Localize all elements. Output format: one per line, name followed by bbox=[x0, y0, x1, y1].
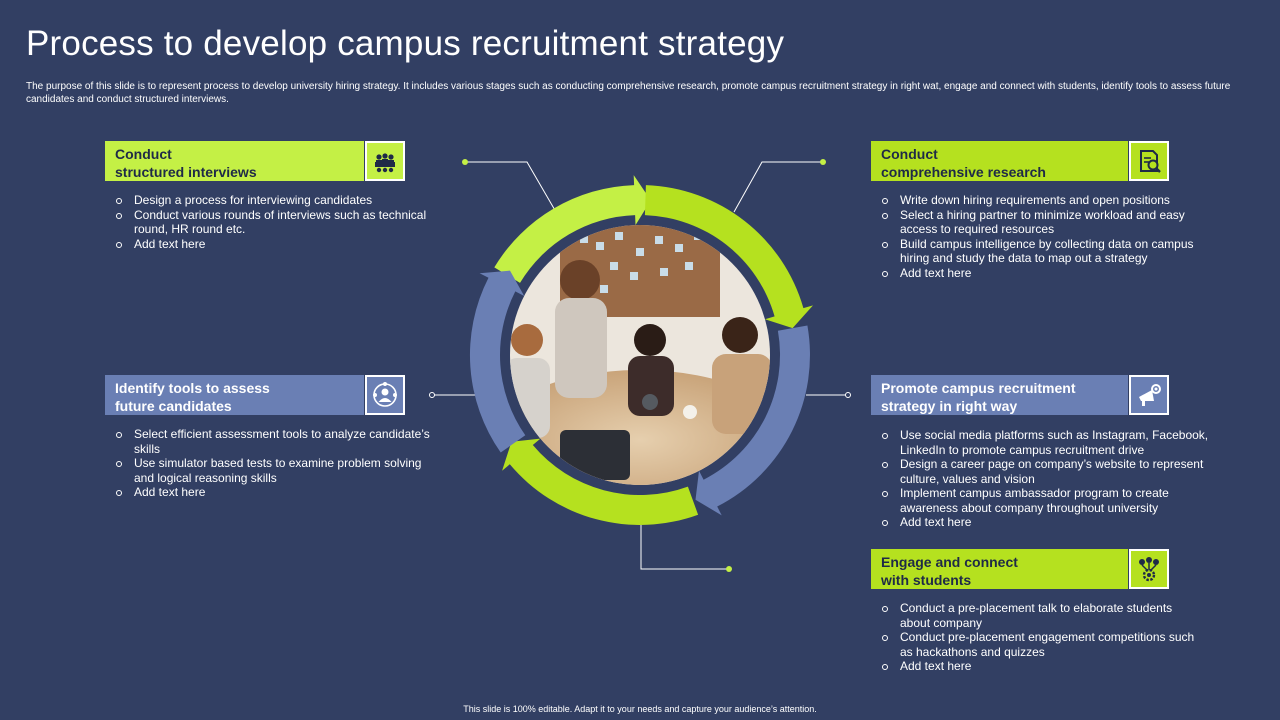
stage-title-line1: Engage and connect bbox=[881, 554, 1018, 570]
stage-title-line2: future candidates bbox=[115, 398, 232, 414]
stage-header-promote: Promote campus recruitment strategy in r… bbox=[871, 375, 1128, 415]
bullet-list-tools: Select efficient assessment tools to ana… bbox=[105, 427, 435, 500]
bullet-item: Build campus intelligence by collecting … bbox=[871, 237, 1201, 266]
connector-research bbox=[733, 161, 823, 213]
stage-title-line2: comprehensive research bbox=[881, 164, 1046, 180]
stage-title-line2: strategy in right way bbox=[881, 398, 1018, 414]
slide-title: Process to develop campus recruitment st… bbox=[26, 24, 785, 63]
stage-title-line1: Conduct bbox=[115, 146, 172, 162]
ring-segment-research bbox=[644, 185, 813, 329]
bullet-item: Select a hiring partner to minimize work… bbox=[871, 208, 1201, 237]
bullet-item: Conduct pre-placement engagement competi… bbox=[871, 630, 1201, 659]
bullet-list-interviews: Design a process for interviewing candid… bbox=[105, 193, 435, 251]
stage-header-tools: Identify tools to assess future candidat… bbox=[105, 375, 364, 415]
stage-header-research: Conduct comprehensive research bbox=[871, 141, 1128, 181]
stage-title-line2: structured interviews bbox=[115, 164, 257, 180]
connector-dot bbox=[462, 159, 468, 165]
stage-header-engage: Engage and connect with students bbox=[871, 549, 1128, 589]
megaphone-icon bbox=[1129, 375, 1169, 415]
bullet-item: Add text here bbox=[105, 237, 435, 252]
connector-lines bbox=[432, 161, 848, 570]
stage-header-interviews: Conduct structured interviews bbox=[105, 141, 364, 181]
connector-engage bbox=[640, 525, 729, 570]
slide-footer: This slide is 100% editable. Adapt it to… bbox=[463, 704, 817, 714]
bullet-item: Design a process for interviewing candid… bbox=[105, 193, 435, 208]
team-network-icon bbox=[1129, 549, 1169, 589]
bullet-item: Add text here bbox=[871, 515, 1216, 530]
research-icon bbox=[1129, 141, 1169, 181]
bullet-item: Conduct a pre-placement talk to elaborat… bbox=[871, 601, 1201, 630]
stage-title-line2: with students bbox=[881, 572, 972, 588]
bullet-item: Conduct various rounds of interviews suc… bbox=[105, 208, 435, 237]
bullet-item: Use simulator based tests to examine pro… bbox=[105, 456, 435, 485]
bullet-item: Implement campus ambassador program to c… bbox=[871, 486, 1216, 515]
ring-segment-interviews bbox=[494, 175, 651, 283]
bullet-item: Design a career page on company’s websit… bbox=[871, 457, 1216, 486]
ring-segment-engage bbox=[502, 438, 699, 525]
connector-dot bbox=[429, 392, 435, 398]
candidate-assessment-icon bbox=[365, 375, 405, 415]
bullet-item: Add text here bbox=[871, 266, 1201, 281]
meeting-icon bbox=[365, 141, 405, 181]
stage-title-line1: Promote campus recruitment bbox=[881, 380, 1076, 396]
ring-segment-tools bbox=[469, 270, 526, 453]
cycle-ring bbox=[469, 175, 813, 525]
stage-title-line1: Conduct bbox=[881, 146, 938, 162]
slide-subtitle: The purpose of this slide is to represen… bbox=[26, 81, 1231, 105]
bullet-list-research: Write down hiring requirements and open … bbox=[871, 193, 1201, 280]
stage-title-line1: Identify tools to assess bbox=[115, 380, 270, 396]
connector-dot bbox=[845, 392, 851, 398]
bullet-item: Add text here bbox=[105, 485, 435, 500]
connector-dot bbox=[726, 566, 732, 572]
bullet-item: Use social media platforms such as Insta… bbox=[871, 428, 1216, 457]
connector-dot bbox=[820, 159, 826, 165]
bullet-item: Write down hiring requirements and open … bbox=[871, 193, 1201, 208]
bullet-item: Add text here bbox=[871, 659, 1201, 674]
bullet-item: Select efficient assessment tools to ana… bbox=[105, 427, 435, 456]
bullet-list-promote: Use social media platforms such as Insta… bbox=[871, 428, 1216, 530]
connector-interviews bbox=[465, 161, 557, 213]
ring-segment-promote bbox=[695, 325, 810, 516]
bullet-list-engage: Conduct a pre-placement talk to elaborat… bbox=[871, 601, 1201, 674]
